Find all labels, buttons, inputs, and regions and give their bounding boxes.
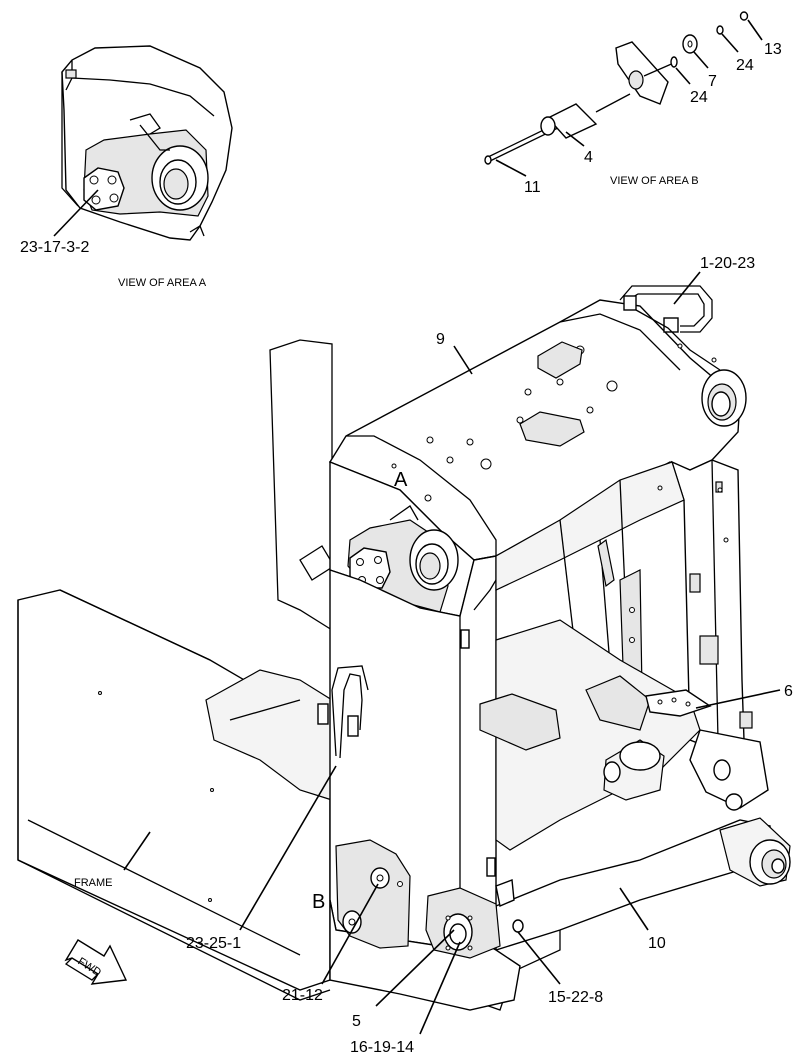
view-of-area-a-label: VIEW OF AREA A bbox=[118, 277, 207, 289]
leader-13 bbox=[747, 19, 763, 41]
hose-assembly bbox=[317, 665, 369, 759]
callout-9: 9 bbox=[436, 331, 445, 348]
area-marker-a: A bbox=[394, 469, 408, 491]
callout-13: 13 bbox=[764, 41, 782, 58]
callout-1-20-23: 1-20-23 bbox=[700, 255, 755, 272]
leader-7 bbox=[693, 51, 709, 69]
callout-24-top: 24 bbox=[736, 57, 754, 74]
area-marker-b: B bbox=[312, 891, 325, 913]
callout-15-22-8: 15-22-8 bbox=[548, 989, 603, 1006]
area-a-detail bbox=[61, 45, 233, 241]
leader-23-25-1 bbox=[239, 765, 337, 931]
frame-rail bbox=[17, 589, 331, 1001]
lift-arm-tower bbox=[328, 299, 791, 1011]
leader-16-19-14 bbox=[419, 941, 461, 1035]
callout-5: 5 bbox=[352, 1013, 361, 1030]
leader-10 bbox=[619, 887, 649, 931]
view-of-area-b-label: VIEW OF AREA B bbox=[610, 175, 699, 187]
leader-24-mid bbox=[675, 67, 691, 85]
leader-21-12 bbox=[321, 883, 379, 985]
leader-frame bbox=[123, 831, 151, 871]
leader-1-20-23 bbox=[673, 271, 701, 305]
callout-16-19-14: 16-19-14 bbox=[350, 1039, 414, 1056]
leader-9 bbox=[453, 345, 473, 375]
callout-23-17-3-2: 23-17-3-2 bbox=[20, 239, 89, 256]
frame-label: FRAME bbox=[74, 877, 113, 889]
area-b-detail bbox=[484, 11, 749, 165]
leader-11 bbox=[495, 159, 527, 177]
fwd-arrow-icon: FWD bbox=[64, 939, 128, 985]
leader-4 bbox=[565, 131, 585, 147]
callout-10: 10 bbox=[648, 935, 666, 952]
grab-handle bbox=[619, 285, 721, 371]
frame-pivot bbox=[205, 339, 335, 801]
callout-7: 7 bbox=[708, 73, 717, 90]
callout-24-mid: 24 bbox=[690, 89, 708, 106]
leader-23-17-3-2 bbox=[53, 189, 99, 237]
callout-11: 11 bbox=[524, 179, 541, 196]
callout-6: 6 bbox=[784, 683, 793, 700]
leader-5 bbox=[375, 929, 455, 1007]
callout-21-12: 21-12 bbox=[282, 987, 323, 1004]
callout-4: 4 bbox=[584, 149, 593, 166]
callout-23-25-1: 23-25-1 bbox=[186, 935, 241, 952]
leader-15-22-8 bbox=[517, 931, 561, 985]
leader-24-top bbox=[721, 33, 739, 53]
leader-6 bbox=[695, 689, 781, 709]
